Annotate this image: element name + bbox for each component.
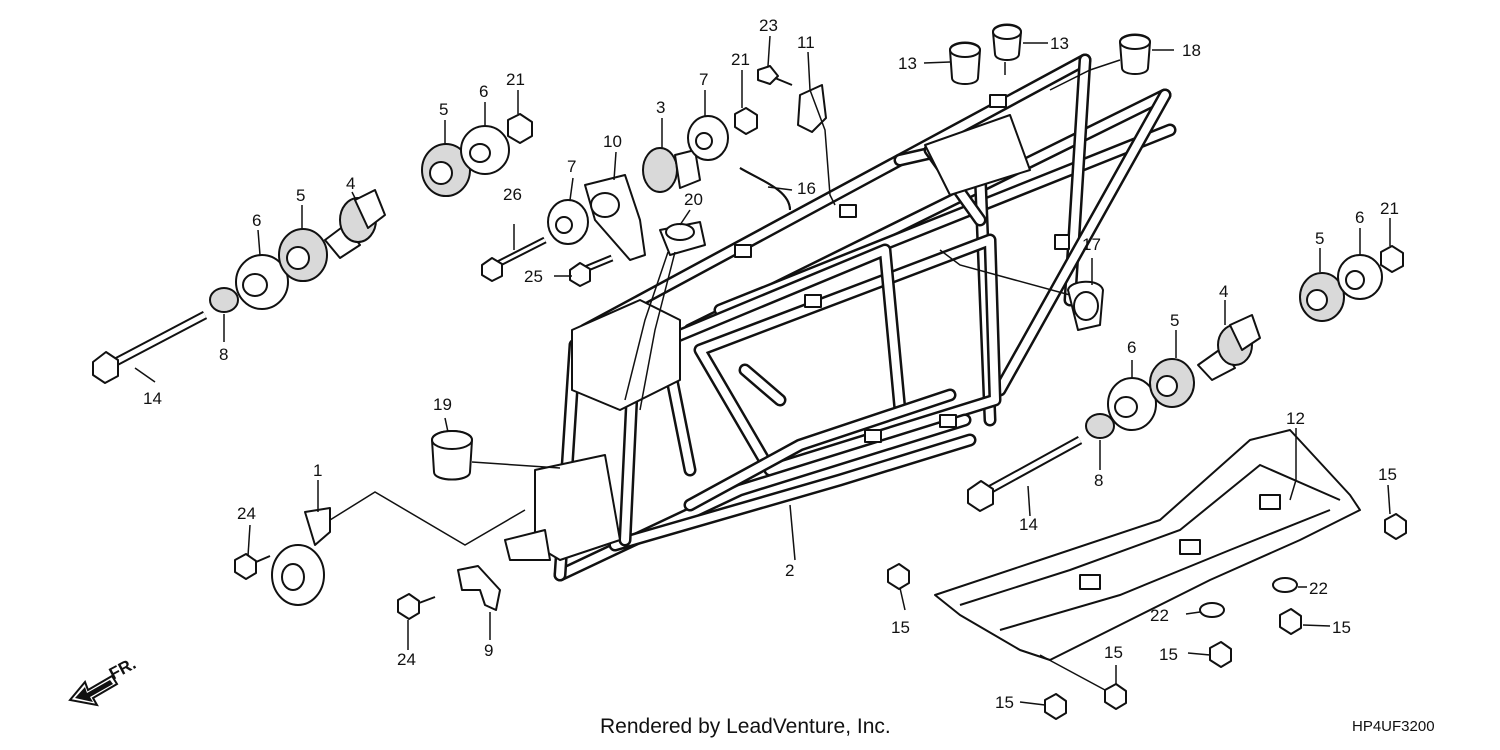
label-5-upper: 5 <box>439 100 448 119</box>
label-6-right-lower: 6 <box>1127 338 1136 357</box>
label-5-right-upper: 5 <box>1315 229 1324 248</box>
label-15-center: 15 <box>1159 645 1178 664</box>
label-19: 19 <box>433 395 452 414</box>
label-21-center: 21 <box>731 50 750 69</box>
label-14-left: 14 <box>143 389 162 408</box>
label-10: 10 <box>603 132 622 151</box>
label-22-center: 22 <box>1150 606 1169 625</box>
label-20: 20 <box>684 190 703 209</box>
credit-text: Rendered by LeadVenture, Inc. <box>600 715 891 738</box>
label-15-bottom-left: 15 <box>995 693 1014 712</box>
part-number-labels: 14 8 6 5 4 5 6 21 7 10 3 7 21 23 11 16 2… <box>143 16 1399 712</box>
label-12: 12 <box>1286 409 1305 428</box>
label-6-right-upper: 6 <box>1355 208 1364 227</box>
leader-lines <box>134 35 1391 706</box>
label-16: 16 <box>797 179 816 198</box>
label-15-right-top: 15 <box>1378 465 1397 484</box>
label-7-right: 7 <box>699 70 708 89</box>
label-21-right: 21 <box>1380 199 1399 218</box>
label-24-bottom: 24 <box>397 650 416 669</box>
horn-and-brackets <box>234 507 501 620</box>
label-21-left: 21 <box>506 70 525 89</box>
skid-plate <box>887 429 1407 720</box>
label-11: 11 <box>797 33 815 52</box>
label-15-bottom-right: 15 <box>1104 643 1123 662</box>
label-15-right: 15 <box>1332 618 1351 637</box>
label-18: 18 <box>1182 41 1201 60</box>
label-1: 1 <box>313 461 322 480</box>
label-7-left: 7 <box>567 157 576 176</box>
center-small-parts <box>431 23 1151 481</box>
label-13-right: 13 <box>1050 34 1069 53</box>
label-26: 26 <box>503 185 522 204</box>
front-direction-indicator: FR. <box>68 654 139 707</box>
label-6-upper: 6 <box>479 82 488 101</box>
label-4-right: 4 <box>1219 282 1228 301</box>
label-5-right-lower: 5 <box>1170 311 1179 330</box>
label-23: 23 <box>759 16 778 35</box>
main-frame <box>504 53 1177 582</box>
label-9: 9 <box>484 641 493 660</box>
diagram-code: HP4UF3200 <box>1352 718 1435 735</box>
label-17: 17 <box>1082 235 1101 254</box>
label-8-left: 8 <box>219 345 228 364</box>
label-3: 3 <box>656 98 665 117</box>
label-5-left: 5 <box>296 186 305 205</box>
left-shaft-assembly <box>92 113 533 384</box>
right-shaft-assembly <box>967 245 1404 512</box>
label-14-right: 14 <box>1019 515 1038 534</box>
label-25: 25 <box>524 267 543 286</box>
label-4-left: 4 <box>346 174 355 193</box>
label-2: 2 <box>785 561 794 580</box>
label-13-left: 13 <box>898 54 917 73</box>
label-6-left: 6 <box>252 211 261 230</box>
label-22-right: 22 <box>1309 579 1328 598</box>
label-15-left: 15 <box>891 618 910 637</box>
label-8-right: 8 <box>1094 471 1103 490</box>
label-24-left: 24 <box>237 504 256 523</box>
